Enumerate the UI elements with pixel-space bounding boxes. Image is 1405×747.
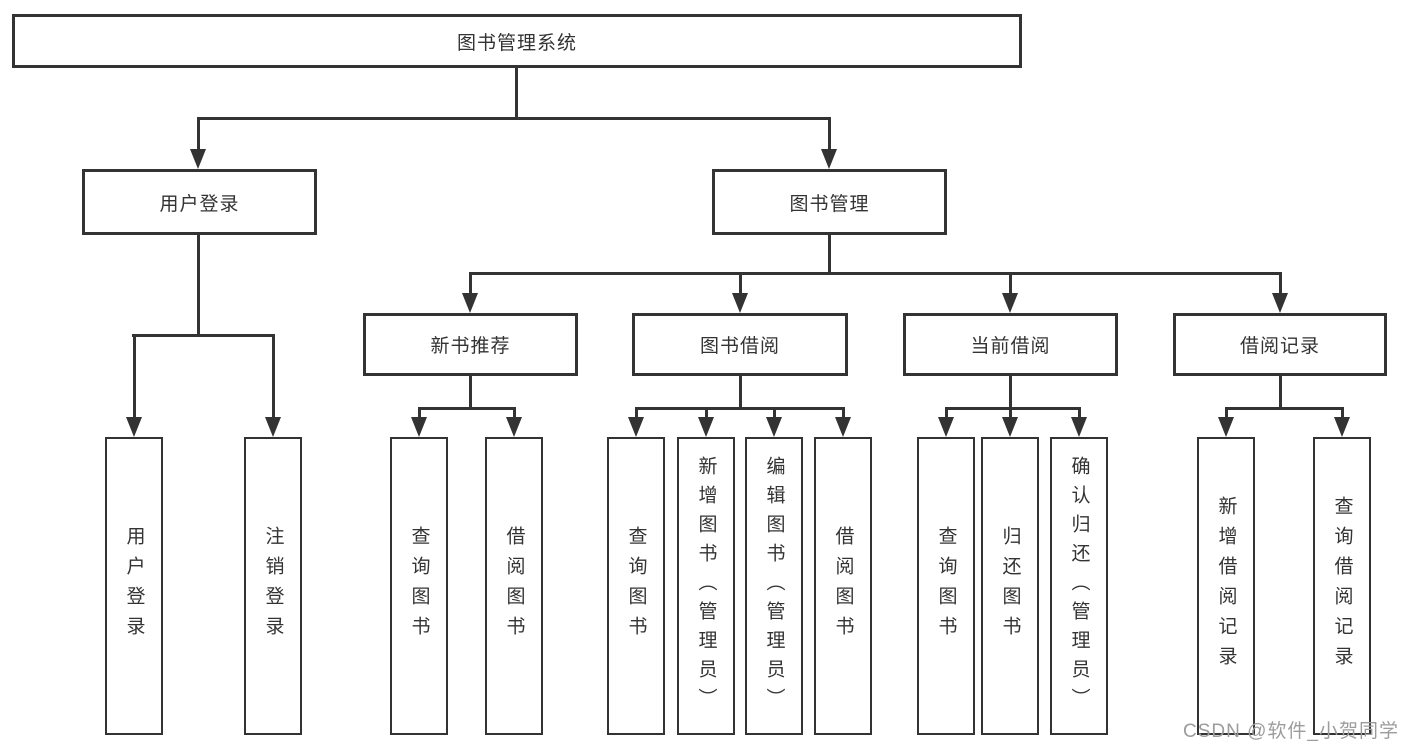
connector-line xyxy=(515,66,518,119)
connector-line xyxy=(1225,407,1344,410)
node-leaf-user-login: 用户登录 xyxy=(105,437,163,735)
node-user-login-label: 用户登录 xyxy=(159,193,240,215)
node-leaf-query-books-recommend: 查询图书 xyxy=(390,437,448,735)
connector-line xyxy=(197,117,200,151)
node-borrow-records-label: 借阅记录 xyxy=(1239,336,1320,357)
arrowhead-icon xyxy=(1272,293,1288,313)
node-leaf-query-borrow-record: 查询借阅记录 xyxy=(1313,437,1371,735)
node-root-label: 图书管理系统 xyxy=(456,32,577,54)
node-book-borrow-label: 图书借阅 xyxy=(699,336,780,357)
connector-line xyxy=(842,407,845,419)
node-leaf-edit-books-admin: 编辑图书（管理员） xyxy=(745,437,803,735)
connector-line xyxy=(197,117,831,120)
connector-line xyxy=(1009,407,1012,419)
connector-line xyxy=(635,407,845,410)
node-user-login: 用户登录 xyxy=(82,169,317,235)
node-leaf-borrow-books-recommend: 借阅图书 xyxy=(485,437,543,735)
connector-line xyxy=(1279,272,1282,294)
connector-line xyxy=(1225,407,1228,419)
connector-line xyxy=(739,374,742,409)
arrowhead-icon xyxy=(1002,417,1018,437)
node-book-borrow: 图书借阅 xyxy=(632,313,848,376)
node-leaf-confirm-return-admin: 确认归还（管理员） xyxy=(1050,437,1108,735)
connector-line xyxy=(197,233,200,336)
connector-line xyxy=(469,272,472,294)
connector-line xyxy=(739,272,742,294)
connector-line xyxy=(1279,374,1282,409)
connector-line xyxy=(635,407,638,419)
node-leaf-logout: 注销登录 xyxy=(244,437,302,735)
node-current-borrow: 当前借阅 xyxy=(903,313,1118,376)
arrowhead-icon xyxy=(698,417,714,437)
node-leaf-query-books-borrow: 查询图书 xyxy=(607,437,665,735)
connector-line xyxy=(1009,374,1012,409)
connector-line xyxy=(418,407,516,410)
connector-line xyxy=(945,407,948,419)
arrowhead-icon xyxy=(1071,417,1087,437)
node-leaf-return-books: 归还图书 xyxy=(981,437,1039,735)
arrowhead-icon xyxy=(1334,417,1350,437)
node-leaf-borrow-books: 借阅图书 xyxy=(814,437,872,735)
node-root: 图书管理系统 xyxy=(12,14,1022,68)
arrowhead-icon xyxy=(265,417,281,437)
connector-line xyxy=(705,407,708,419)
connector-line xyxy=(513,407,516,419)
node-leaf-add-books-admin: 新增图书（管理员） xyxy=(677,437,735,735)
node-book-management-label: 图书管理 xyxy=(789,193,870,215)
connector-line xyxy=(272,334,275,417)
arrowhead-icon xyxy=(1218,417,1234,437)
connector-line xyxy=(132,334,275,337)
node-new-book-recommend: 新书推荐 xyxy=(363,313,578,376)
connector-line xyxy=(133,334,136,417)
arrowhead-icon xyxy=(462,293,478,313)
arrowhead-icon xyxy=(938,417,954,437)
arrowhead-icon xyxy=(411,417,427,437)
connector-line xyxy=(1078,407,1081,419)
arrowhead-icon xyxy=(821,149,837,169)
connector-line xyxy=(773,407,776,419)
node-leaf-query-books-current: 查询图书 xyxy=(917,437,975,735)
arrowhead-icon xyxy=(732,293,748,313)
connector-line xyxy=(828,117,831,151)
arrowhead-icon xyxy=(628,417,644,437)
connector-line xyxy=(828,233,831,274)
connector-line xyxy=(469,272,1282,275)
arrowhead-icon xyxy=(190,149,206,169)
connector-line xyxy=(945,407,1081,410)
arrowhead-icon xyxy=(126,417,142,437)
node-book-management: 图书管理 xyxy=(712,169,947,235)
node-current-borrow-label: 当前借阅 xyxy=(970,336,1051,357)
arrowhead-icon xyxy=(1002,293,1018,313)
connector-line xyxy=(418,407,421,419)
connector-line xyxy=(1009,272,1012,294)
node-borrow-records: 借阅记录 xyxy=(1173,313,1387,376)
arrowhead-icon xyxy=(835,417,851,437)
node-leaf-add-borrow-record: 新增借阅记录 xyxy=(1197,437,1255,735)
arrowhead-icon xyxy=(766,417,782,437)
node-new-book-recommend-label: 新书推荐 xyxy=(430,336,511,357)
csdn-watermark: CSDN @软件_小贺同学 xyxy=(1183,721,1399,742)
connector-line xyxy=(469,374,472,409)
connector-line xyxy=(1341,407,1344,419)
arrowhead-icon xyxy=(506,417,522,437)
